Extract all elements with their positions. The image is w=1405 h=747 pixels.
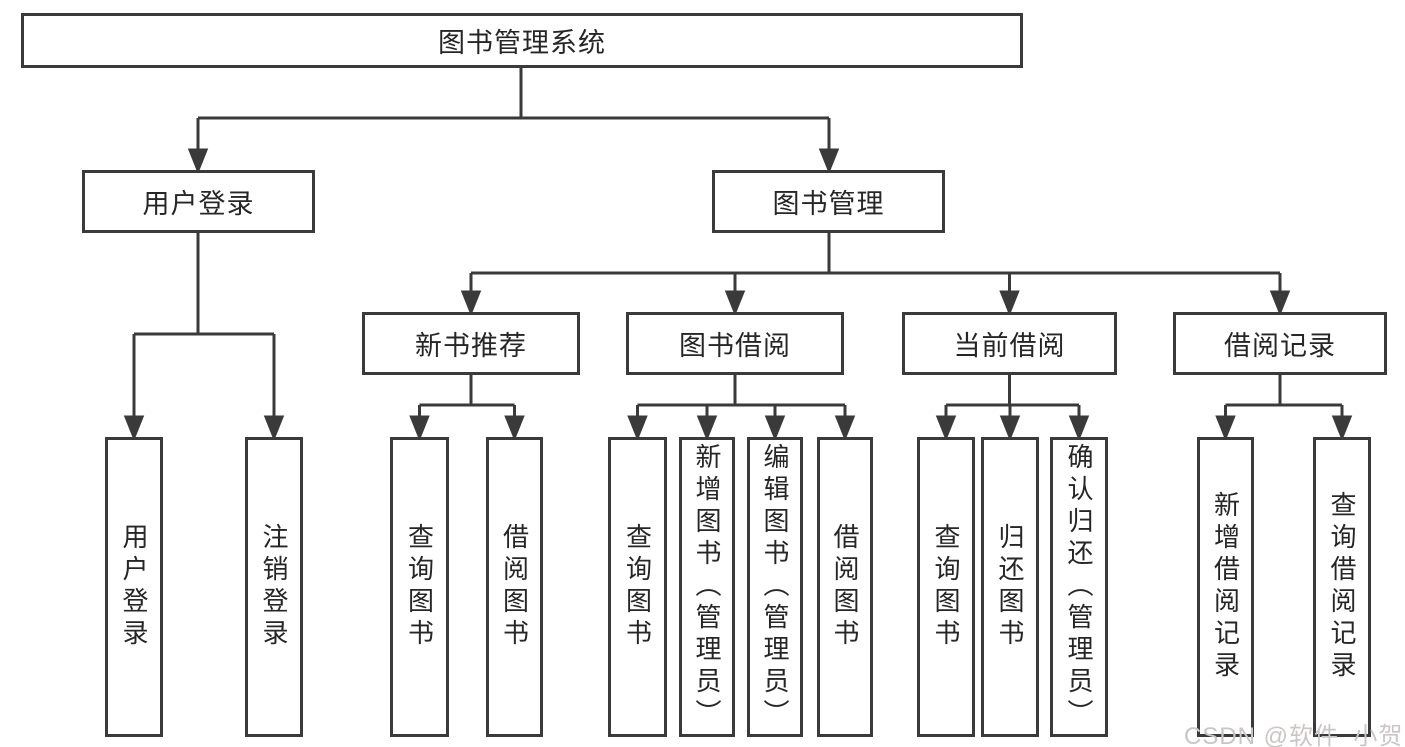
connector-user-login-children (123, 233, 285, 442)
leaf-query-book-recommend: 查询图书 (390, 437, 449, 737)
leaf-confirm-return-admin: 确认归还（管理员） (1050, 437, 1108, 737)
node-book-borrow: 图书借阅 (626, 312, 844, 375)
leaf-logout: 注销登录 (245, 437, 303, 737)
leaf-user-login: 用户登录 (105, 437, 163, 737)
node-user-login: 用户登录 (82, 170, 315, 233)
node-current-borrow: 当前借阅 (902, 312, 1117, 375)
connector-book-borrow-children (627, 375, 856, 442)
connector-book-management-level3 (460, 233, 1291, 317)
connector-new-book-children (409, 375, 525, 442)
leaf-query-borrow-record: 查询借阅记录 (1313, 437, 1371, 737)
leaf-borrow-book-recommend: 借阅图书 (486, 437, 543, 737)
leaf-add-borrow-record: 新增借阅记录 (1197, 437, 1254, 737)
leaf-edit-book-admin: 编辑图书（管理员） (747, 437, 803, 737)
connector-root-to-level2 (187, 68, 840, 175)
node-new-book-recommend: 新书推荐 (362, 312, 580, 375)
leaf-add-book-admin: 新增图书（管理员） (679, 437, 735, 737)
csdn-watermark: CSDN @软件_小贺同学 (1184, 723, 1405, 747)
leaf-query-book-current: 查询图书 (917, 437, 975, 737)
leaf-borrow-book: 借阅图书 (817, 437, 873, 737)
node-book-management: 图书管理 (712, 170, 945, 233)
node-borrow-record: 借阅记录 (1173, 312, 1387, 375)
node-root: 图书管理系统 (21, 13, 1023, 68)
connector-borrow-record-children (1215, 375, 1353, 442)
connector-current-borrow-children (935, 375, 1090, 442)
leaf-return-book: 归还图书 (981, 437, 1039, 737)
leaf-query-book-borrow: 查询图书 (608, 437, 667, 737)
